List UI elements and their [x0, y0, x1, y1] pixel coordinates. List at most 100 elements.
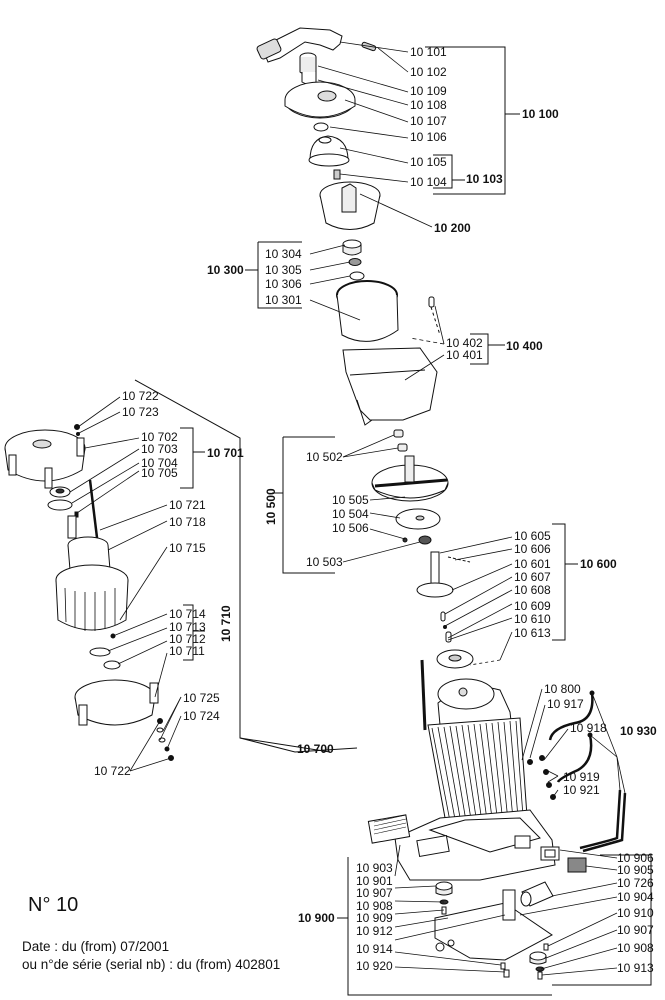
part-label: 10 702 [141, 430, 178, 444]
motor-stator-part [55, 515, 129, 631]
part-label: 10 606 [514, 542, 551, 556]
plate-part [395, 508, 441, 530]
part-label: 10 722 [94, 764, 131, 778]
small-pin-part [428, 296, 441, 336]
part-label: 10 608 [514, 583, 551, 597]
shaft-assembly-part [416, 551, 471, 598]
leader-lines [69, 41, 626, 976]
motor-part [420, 659, 529, 846]
group-label-10200: 10 200 [434, 221, 471, 235]
part-label: 10 917 [547, 697, 584, 711]
o-ring-part [313, 122, 329, 132]
part-label: 10 909 [356, 911, 393, 925]
part-label: 10 920 [356, 959, 393, 973]
part-label: 10 725 [183, 691, 220, 705]
group-brackets [180, 46, 652, 996]
validity-info: Date : du (from) 07/2001 ou n°de série (… [22, 938, 280, 974]
group-label-10701: 10 701 [207, 446, 244, 460]
part-label: 10 713 [169, 620, 206, 634]
switch-plate-part [540, 846, 560, 861]
hopper-part [336, 280, 399, 342]
part-label: 10 610 [514, 612, 551, 626]
part-label: 10 904 [617, 890, 654, 904]
hose-parts [548, 692, 627, 853]
group-label-10700: 10 700 [297, 742, 334, 756]
part-label: 10 921 [563, 783, 600, 797]
capacitor-part [520, 881, 554, 907]
part-label: 10 704 [141, 456, 178, 470]
seal-parts [342, 239, 365, 281]
part-label: 10 903 [356, 861, 393, 875]
part-label: 10 912 [356, 924, 393, 938]
sheet-number: N° 10 [28, 894, 79, 916]
dome-cap-part [308, 135, 350, 167]
part-label: 10 106 [410, 130, 447, 144]
date-line: Date : du (from) 07/2001 [22, 939, 170, 954]
part-label: 10 607 [514, 570, 551, 584]
cutting-disc-part [371, 455, 449, 502]
group-label-10500: 10 500 [264, 488, 278, 525]
rocker-switch-part [567, 857, 587, 873]
spacers-part [393, 429, 408, 452]
part-label: 10 306 [265, 277, 302, 291]
part-label: 10 505 [332, 493, 369, 507]
group-label-10400: 10 400 [506, 339, 543, 353]
part-label: 10 910 [617, 906, 654, 920]
part-label: 10 711 [169, 644, 205, 658]
part-label: 10 908 [356, 899, 393, 913]
group-label-10103: 10 103 [466, 172, 503, 186]
group-label-10900: 10 900 [298, 911, 335, 925]
nut-part [402, 535, 432, 545]
part-label: 10 918 [570, 721, 607, 735]
part-label: 10 109 [410, 84, 447, 98]
part-label: 10 705 [141, 466, 178, 480]
part-label: 10 304 [265, 247, 302, 261]
part-label: 10 107 [410, 114, 447, 128]
part-label: 10 723 [122, 405, 159, 419]
washer-parts [89, 633, 121, 670]
part-label: 10 906 [617, 851, 654, 865]
part-label: 10 504 [332, 507, 369, 521]
part-label: 10 726 [617, 876, 654, 890]
part-label: 10 907 [356, 886, 393, 900]
part-label: 10 108 [410, 98, 447, 112]
part-label: 10 402 [446, 336, 483, 350]
fastener-dots [527, 690, 595, 800]
part-label: 10 401 [446, 348, 483, 362]
part-label: 10 502 [306, 450, 343, 464]
lid-part [284, 81, 356, 119]
screw-part [333, 169, 341, 180]
bearing-part [47, 486, 79, 518]
group-label-10710: 10 710 [219, 605, 233, 642]
part-label: 10 714 [169, 607, 206, 621]
part-label: 10 503 [306, 555, 343, 569]
group-label-10600: 10 600 [580, 557, 617, 571]
part-label: 10 105 [410, 155, 447, 169]
grid-filter-part [367, 814, 411, 844]
part-label: 10 919 [563, 770, 600, 784]
flange-part [436, 649, 474, 669]
part-label: 10 605 [514, 529, 551, 543]
part-label: 10 703 [141, 442, 178, 456]
part-label: 10 905 [617, 863, 654, 877]
part-label: 10 908 [617, 941, 654, 955]
part-label: 10 601 [514, 557, 551, 571]
part-label: 10 609 [514, 599, 551, 613]
part-label: 10 101 [410, 45, 447, 59]
part-label: 10 712 [169, 632, 206, 646]
part-label: 10 901 [356, 874, 393, 888]
group-label-10100: 10 100 [522, 107, 559, 121]
serial-line: ou n°de série (serial nb) : du (from) 40… [22, 957, 281, 972]
part-label: 10 613 [514, 626, 551, 640]
part-label: 10 721 [169, 498, 206, 512]
part-label: 10 722 [122, 389, 159, 403]
lever-handle-part [256, 27, 343, 63]
part-label: 10 506 [332, 521, 369, 535]
part-label: 10 102 [410, 65, 447, 79]
electronics-plate-part [435, 890, 553, 961]
part-label: 10 913 [617, 961, 654, 975]
group-label-10300: 10 300 [207, 263, 244, 277]
bushing-part [299, 52, 317, 85]
top-cover-part [4, 424, 86, 489]
